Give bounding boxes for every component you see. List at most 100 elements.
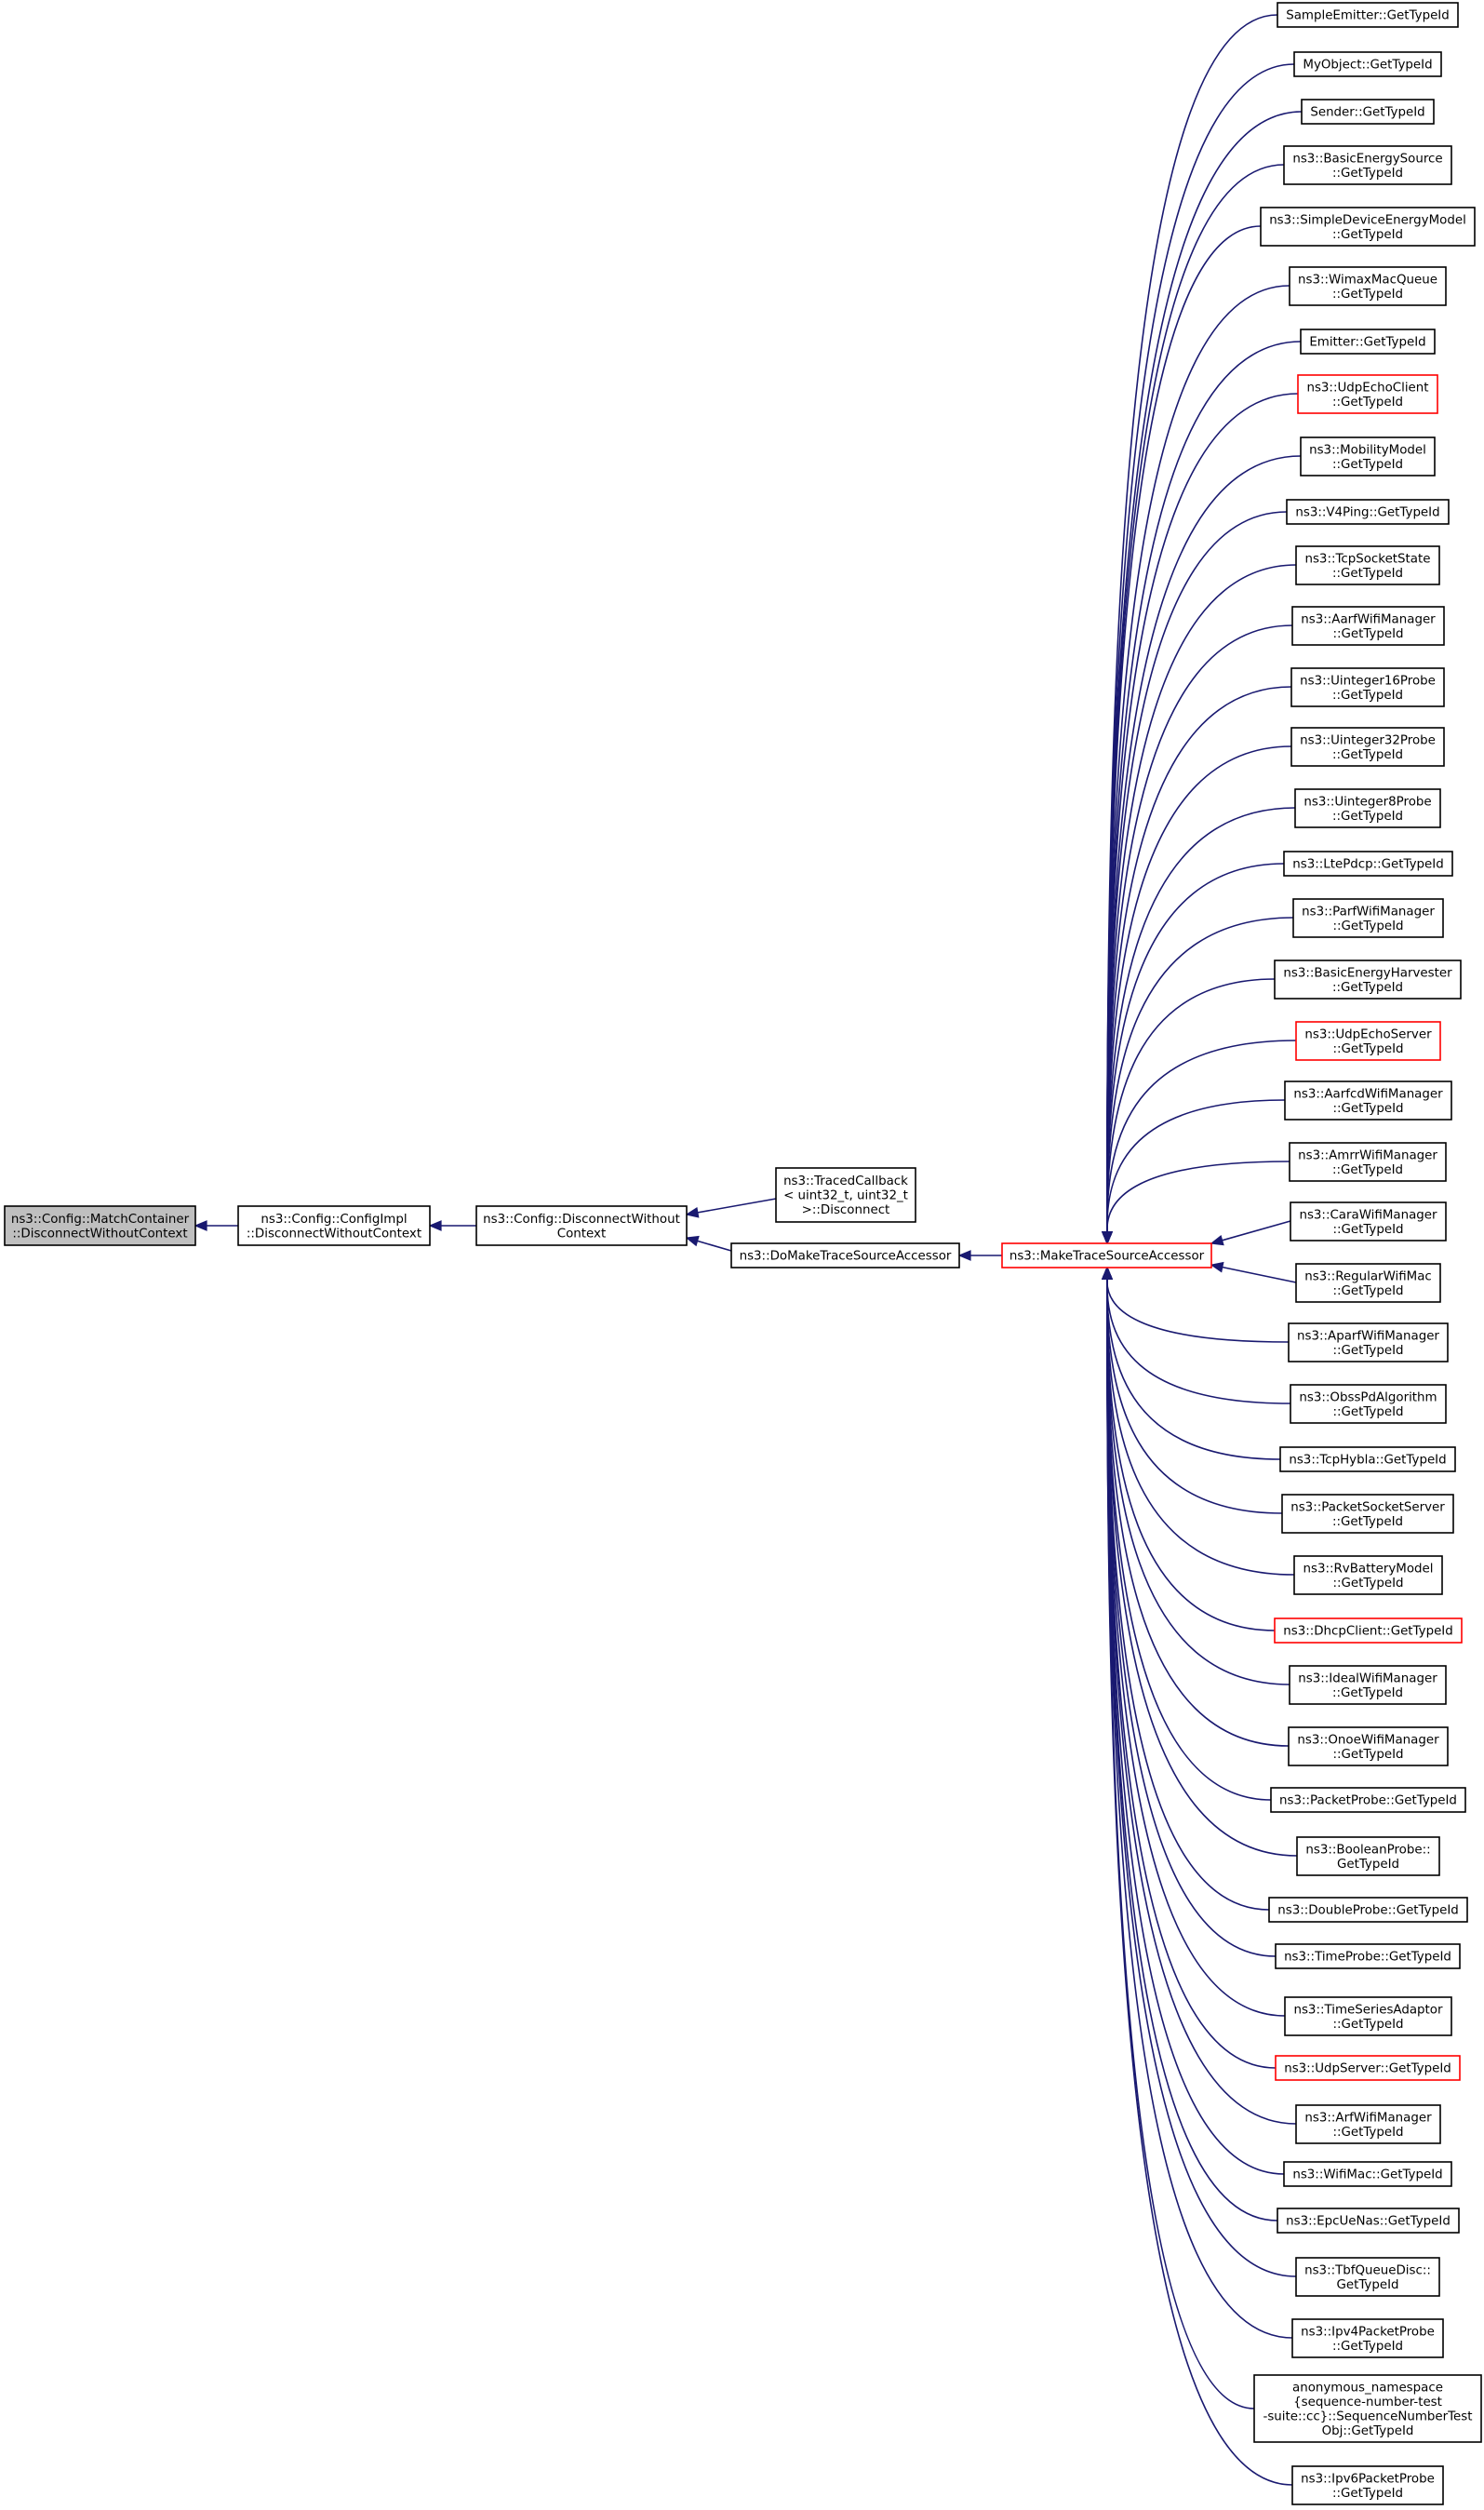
- caller-node-11-box: [1295, 545, 1440, 585]
- edge-caller-21-to-make: [1102, 1161, 1290, 1245]
- caller-node-17[interactable]: ns3::ParfWifiManager::GetTypeId: [1292, 898, 1444, 938]
- caller-node-7-box: [1300, 329, 1436, 355]
- edge-caller-11-to-make-line: [1106, 564, 1297, 1233]
- caller-node-22-box: [1290, 1201, 1447, 1242]
- caller-node-29-box: [1274, 1617, 1463, 1644]
- caller-node-9-label: ns3::MobilityModel: [1309, 443, 1426, 457]
- caller-node-18[interactable]: ns3::BasicEnergyHarvester::GetTypeId: [1274, 960, 1462, 1000]
- caller-node-44-box: [1291, 2465, 1444, 2505]
- caller-node-27[interactable]: ns3::PacketSocketServer::GetTypeId: [1281, 1494, 1454, 1534]
- node-config-impl[interactable]: ns3::Config::ConfigImpl::DisconnectWitho…: [237, 1205, 431, 1246]
- edge-caller-31-to-make: [1102, 1266, 1290, 1747]
- caller-node-24[interactable]: ns3::AparfWifiManager::GetTypeId: [1288, 1322, 1449, 1362]
- caller-node-9[interactable]: ns3::MobilityModel::GetTypeId: [1300, 436, 1436, 476]
- caller-node-29[interactable]: ns3::DhcpClient::GetTypeId: [1274, 1617, 1463, 1644]
- caller-node-20-label: ns3::AarfcdWifiManager: [1293, 1087, 1443, 1101]
- caller-node-16-box: [1283, 851, 1453, 877]
- caller-node-3[interactable]: Sender::GetTypeId: [1301, 99, 1435, 125]
- caller-node-30[interactable]: ns3::IdealWifiManager::GetTypeId: [1289, 1665, 1447, 1705]
- caller-node-4[interactable]: ns3::BasicEnergySource::GetTypeId: [1283, 145, 1452, 185]
- caller-node-7[interactable]: Emitter::GetTypeId: [1300, 329, 1436, 355]
- caller-node-19[interactable]: ns3::UdpEchoServer::GetTypeId: [1295, 1021, 1441, 1061]
- caller-node-14[interactable]: ns3::Uinteger32Probe::GetTypeId: [1290, 727, 1445, 767]
- caller-node-40-box: [1277, 2208, 1460, 2234]
- edge-caller-10-to-make: [1102, 511, 1288, 1245]
- caller-node-37[interactable]: ns3::UdpServer::GetTypeId: [1275, 2055, 1461, 2081]
- caller-node-8-label: ns3::UdpEchoClient: [1306, 381, 1428, 395]
- edge-caller-42-to-make-line: [1106, 1278, 1293, 2339]
- caller-node-5[interactable]: ns3::SimpleDeviceEnergyModel::GetTypeId: [1260, 207, 1476, 247]
- node-disconnect-without-context[interactable]: ns3::Config::DisconnectWithoutContext: [475, 1205, 688, 1246]
- caller-node-13-label: ::GetTypeId: [1332, 689, 1403, 703]
- node-traced-callback-label: >::Disconnect: [802, 1203, 890, 1217]
- caller-node-22[interactable]: ns3::CaraWifiManager::GetTypeId: [1290, 1201, 1447, 1242]
- node-config-impl-box: [237, 1205, 431, 1246]
- caller-node-38[interactable]: ns3::ArfWifiManager::GetTypeId: [1295, 2104, 1441, 2144]
- caller-node-1[interactable]: SampleEmitter::GetTypeId: [1277, 2, 1459, 28]
- edge-impl-to-root-arrowhead: [194, 1220, 207, 1231]
- edge-caller-20-to-make: [1102, 1099, 1286, 1245]
- caller-node-16[interactable]: ns3::LtePdcp::GetTypeId: [1283, 851, 1453, 877]
- node-do-make-trace-source-accessor[interactable]: ns3::DoMakeTraceSourceAccessor: [730, 1242, 960, 1268]
- caller-node-27-label: ns3::PacketSocketServer: [1290, 1500, 1445, 1514]
- caller-node-34[interactable]: ns3::DoubleProbe::GetTypeId: [1268, 1897, 1468, 1923]
- caller-node-31-label: ::GetTypeId: [1332, 1748, 1403, 1762]
- caller-node-2[interactable]: MyObject::GetTypeId: [1293, 51, 1442, 77]
- caller-node-10-label: ns3::V4Ping::GetTypeId: [1295, 506, 1439, 520]
- edge-caller-22-to-make-arrowhead: [1210, 1234, 1224, 1246]
- edge-make-to-domake-arrowhead: [957, 1250, 971, 1261]
- node-root[interactable]: ns3::Config::MatchContainer::DisconnectW…: [4, 1205, 196, 1246]
- edge-caller-28-to-make-line: [1106, 1278, 1295, 1576]
- caller-node-31[interactable]: ns3::OnoeWifiManager::GetTypeId: [1288, 1726, 1449, 1766]
- caller-node-11[interactable]: ns3::TcpSocketState::GetTypeId: [1295, 545, 1440, 585]
- caller-node-43-label: Obj::GetTypeId: [1322, 2424, 1414, 2438]
- caller-node-14-label: ::GetTypeId: [1332, 748, 1403, 762]
- caller-node-12-box: [1291, 606, 1445, 646]
- caller-node-43[interactable]: anonymous_namespace{sequence-number-test…: [1253, 2374, 1482, 2443]
- caller-node-42[interactable]: ns3::Ipv4PacketProbe::GetTypeId: [1291, 2318, 1444, 2358]
- caller-node-20-box: [1284, 1081, 1452, 1121]
- caller-node-18-label: ::GetTypeId: [1332, 981, 1403, 995]
- caller-node-38-label: ns3::ArfWifiManager: [1304, 2111, 1432, 2125]
- caller-node-35[interactable]: ns3::TimeProbe::GetTypeId: [1275, 1943, 1461, 1969]
- edge-caller-40-to-make-line: [1106, 1278, 1278, 2221]
- caller-node-25[interactable]: ns3::ObssPdAlgorithm::GetTypeId: [1290, 1384, 1447, 1424]
- caller-node-26[interactable]: ns3::TcpHybla::GetTypeId: [1279, 1446, 1456, 1472]
- caller-node-32[interactable]: ns3::PacketProbe::GetTypeId: [1270, 1787, 1466, 1813]
- caller-node-40[interactable]: ns3::EpcUeNas::GetTypeId: [1277, 2208, 1460, 2234]
- edge-caller-4-to-make-line: [1106, 164, 1285, 1233]
- caller-node-23[interactable]: ns3::RegularWifiMac::GetTypeId: [1295, 1263, 1441, 1303]
- caller-node-33-label: GetTypeId: [1337, 1858, 1399, 1872]
- caller-node-15[interactable]: ns3::Uinteger8Probe::GetTypeId: [1294, 788, 1441, 828]
- caller-node-43-label: anonymous_namespace: [1292, 2381, 1443, 2395]
- node-disconnect-without-context-label: Context: [557, 1227, 606, 1241]
- caller-node-12-label: ::GetTypeId: [1332, 627, 1403, 641]
- caller-node-7-label: Emitter::GetTypeId: [1309, 336, 1425, 350]
- edge-caller-39-to-make: [1102, 1266, 1285, 2175]
- node-traced-callback[interactable]: ns3::TracedCallback< uint32_t, uint32_t>…: [775, 1167, 916, 1223]
- caller-node-39[interactable]: ns3::WifiMac::GetTypeId: [1283, 2161, 1452, 2187]
- caller-node-13[interactable]: ns3::Uinteger16Probe::GetTypeId: [1290, 667, 1445, 707]
- caller-node-44[interactable]: ns3::Ipv6PacketProbe::GetTypeId: [1291, 2465, 1444, 2505]
- caller-node-21[interactable]: ns3::AmrrWifiManager::GetTypeId: [1289, 1142, 1447, 1182]
- caller-node-41[interactable]: ns3::TbfQueueDisc::GetTypeId: [1295, 2257, 1440, 2297]
- caller-node-3-box: [1301, 99, 1435, 125]
- caller-node-10[interactable]: ns3::V4Ping::GetTypeId: [1286, 499, 1450, 525]
- caller-node-41-label: GetTypeId: [1336, 2278, 1398, 2292]
- caller-node-9-box: [1300, 436, 1436, 476]
- caller-node-12[interactable]: ns3::AarfWifiManager::GetTypeId: [1291, 606, 1445, 646]
- caller-node-36[interactable]: ns3::TimeSeriesAdaptor::GetTypeId: [1284, 1996, 1452, 2036]
- edge-caller-3-to-make: [1102, 111, 1303, 1245]
- node-make-trace-source-accessor[interactable]: ns3::MakeTraceSourceAccessor: [1001, 1242, 1212, 1268]
- caller-node-8-box: [1297, 374, 1438, 414]
- edge-caller-17-to-make-line: [1106, 917, 1294, 1233]
- caller-node-33[interactable]: ns3::BooleanProbe::GetTypeId: [1296, 1836, 1440, 1876]
- edge-caller-5-to-make-line: [1106, 225, 1262, 1233]
- caller-node-20[interactable]: ns3::AarfcdWifiManager::GetTypeId: [1284, 1081, 1452, 1121]
- edge-caller-30-to-make: [1102, 1266, 1290, 1685]
- edge-caller-22-to-make: [1210, 1220, 1291, 1246]
- caller-node-8[interactable]: ns3::UdpEchoClient::GetTypeId: [1297, 374, 1438, 414]
- caller-node-6[interactable]: ns3::WimaxMacQueue::GetTypeId: [1289, 266, 1447, 306]
- edge-caller-25-to-make-line: [1106, 1278, 1291, 1404]
- caller-node-28[interactable]: ns3::RvBatteryModel::GetTypeId: [1293, 1555, 1443, 1595]
